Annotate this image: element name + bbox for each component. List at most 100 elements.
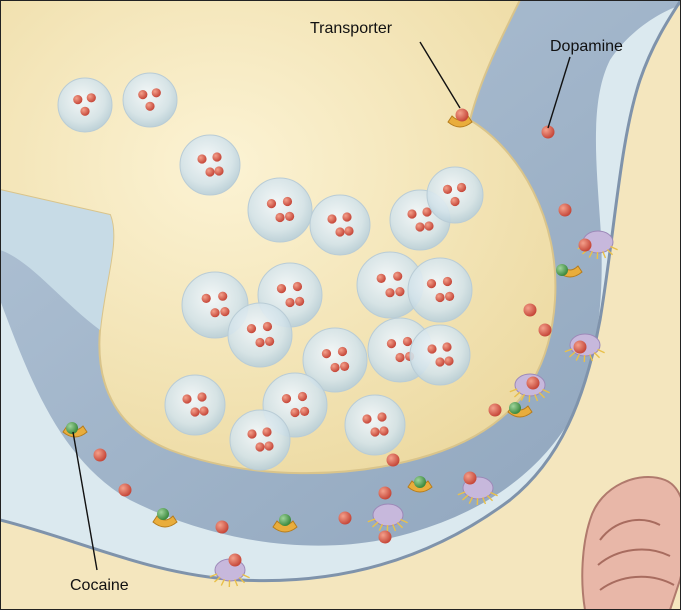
cocaine-molecule	[414, 476, 426, 488]
vesicle-dopamine	[73, 95, 82, 104]
vesicle	[123, 73, 177, 127]
vesicle-dopamine	[298, 392, 307, 401]
dopamine-molecule	[527, 377, 540, 390]
vesicle-dopamine	[290, 408, 299, 417]
dopamine-molecule	[339, 512, 352, 525]
vesicle	[248, 178, 312, 242]
cocaine-molecule	[66, 422, 78, 434]
vesicle-dopamine	[362, 414, 371, 423]
dopamine-molecule	[216, 521, 229, 534]
vesicle-dopamine	[445, 292, 454, 301]
vesicle-dopamine	[435, 357, 444, 366]
dopamine-molecule	[579, 239, 592, 252]
vesicle-dopamine	[415, 222, 424, 231]
vesicle-dopamine	[427, 344, 436, 353]
vesicle-dopamine	[205, 167, 214, 176]
vesicle-dopamine	[197, 154, 206, 163]
vesicle-dopamine	[322, 349, 331, 358]
vesicle-dopamine	[340, 362, 349, 371]
vesicle-dopamine	[265, 337, 274, 346]
vesicle-dopamine	[210, 308, 219, 317]
vesicle-dopamine	[202, 294, 211, 303]
dopamine-molecule	[524, 304, 537, 317]
vesicle-dopamine	[385, 288, 394, 297]
vesicle-dopamine	[327, 214, 336, 223]
vesicle-dopamine	[152, 88, 161, 97]
dopamine-molecule	[379, 487, 392, 500]
vesicle-dopamine	[145, 102, 154, 111]
vesicle-dopamine	[330, 363, 339, 372]
cocaine-molecule	[509, 402, 521, 414]
vesicle-dopamine	[277, 284, 286, 293]
dopamine-molecule	[559, 204, 572, 217]
vesicle	[228, 303, 292, 367]
vesicle-dopamine	[443, 277, 452, 286]
vesicle-dopamine	[285, 212, 294, 221]
vesicle-dopamine	[395, 287, 404, 296]
vesicle-dopamine	[424, 221, 433, 230]
vesicle	[310, 195, 370, 255]
vesicle	[180, 135, 240, 195]
vesicle-dopamine	[338, 347, 347, 356]
vesicle-dopamine	[450, 197, 459, 206]
vesicle-dopamine	[443, 185, 452, 194]
cocaine-molecule	[556, 264, 568, 276]
vesicle	[58, 78, 112, 132]
vesicle-dopamine	[377, 274, 386, 283]
vesicle-dopamine	[263, 322, 272, 331]
vesicle-dopamine	[264, 441, 273, 450]
dopamine-molecule	[379, 531, 392, 544]
dopamine-label: Dopamine	[550, 38, 623, 56]
dopamine-molecule	[94, 449, 107, 462]
vesicle-dopamine	[393, 272, 402, 281]
vesicle-dopamine	[262, 427, 271, 436]
vesicle-dopamine	[344, 226, 353, 235]
vesicle-dopamine	[199, 406, 208, 415]
vesicle-dopamine	[377, 412, 386, 421]
vesicle-dopamine	[220, 307, 229, 316]
vesicle-dopamine	[427, 279, 436, 288]
vesicle-dopamine	[138, 90, 147, 99]
cocaine-label: Cocaine	[70, 577, 129, 595]
vesicle-dopamine	[190, 407, 199, 416]
vesicle-dopamine	[395, 353, 404, 362]
vesicle-dopamine	[255, 442, 264, 451]
vesicle-dopamine	[407, 209, 416, 218]
transporter-label: Transporter	[310, 20, 392, 38]
vesicle-dopamine	[300, 407, 309, 416]
vesicle-dopamine	[370, 427, 379, 436]
dopamine-molecule	[229, 554, 242, 567]
vesicle-dopamine	[212, 152, 221, 161]
dopamine-molecule	[539, 324, 552, 337]
cocaine-molecule	[157, 508, 169, 520]
dopamine-molecule	[387, 454, 400, 467]
vesicle	[410, 325, 470, 385]
dopamine-molecule	[119, 484, 132, 497]
vesicle-dopamine	[442, 342, 451, 351]
vesicle-dopamine	[283, 197, 292, 206]
vesicle-dopamine	[293, 282, 302, 291]
vesicle-dopamine	[80, 107, 89, 116]
vesicle-dopamine	[218, 292, 227, 301]
vesicle-dopamine	[197, 392, 206, 401]
vesicle-dopamine	[214, 166, 223, 175]
dopamine-molecule	[456, 109, 469, 122]
vesicle-dopamine	[295, 297, 304, 306]
vesicle-dopamine	[255, 338, 264, 347]
vesicle	[165, 375, 225, 435]
vesicle-dopamine	[342, 212, 351, 221]
vesicle-dopamine	[282, 394, 291, 403]
vesicle-dopamine	[87, 93, 96, 102]
vesicle-dopamine	[335, 227, 344, 236]
vesicle-dopamine	[247, 324, 256, 333]
vesicle	[408, 258, 472, 322]
vesicle-dopamine	[247, 429, 256, 438]
dopamine-molecule	[464, 472, 477, 485]
vesicle-dopamine	[435, 293, 444, 302]
dopamine-molecule	[574, 341, 587, 354]
vesicle-dopamine	[444, 356, 453, 365]
vesicle	[345, 395, 405, 455]
vesicle-dopamine	[275, 213, 284, 222]
cocaine-molecule	[279, 514, 291, 526]
